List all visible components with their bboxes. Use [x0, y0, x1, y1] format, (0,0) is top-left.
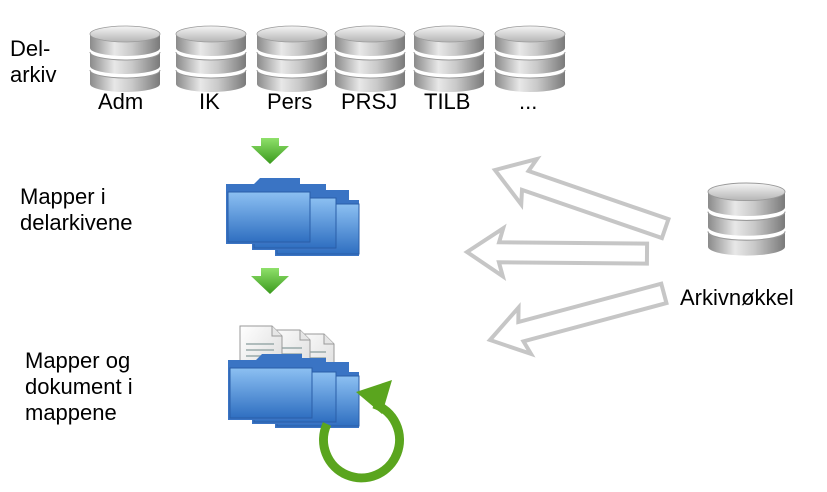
- database-icon-prsj: [334, 25, 406, 93]
- sub-archive-label-adm: Adm: [98, 89, 144, 114]
- down-arrow-icon: [251, 268, 289, 294]
- archive-key-label: Arkivnøkkel: [680, 285, 794, 310]
- database-icon-pers: [256, 25, 328, 93]
- sub-archive-label-tilb: TILB: [424, 89, 471, 114]
- outline-arrow-icon: [464, 226, 650, 280]
- database-icon-ik: [175, 25, 247, 93]
- sub-archive-label-more: ...: [519, 89, 538, 114]
- outline-arrow-icon: [485, 145, 676, 254]
- cycle-arrow-icon: [319, 380, 404, 483]
- sub-archive-section-label: Del- arkiv: [10, 36, 57, 87]
- sub-archive-label-prsj: PRSJ: [341, 89, 398, 114]
- down-arrow-icon: [251, 138, 289, 164]
- archive-key-database-icon: [707, 182, 786, 257]
- database-icon-more: [494, 25, 566, 93]
- database-icon-adm: [89, 25, 161, 93]
- outline-arrow-icon: [481, 268, 673, 366]
- folder-with-documents-icon: [227, 325, 360, 429]
- sub-archive-label-ik: IK: [199, 89, 220, 114]
- folder-stack-icon: [225, 177, 360, 257]
- database-icon-tilb: [413, 25, 485, 93]
- sub-archive-label-pers: Pers: [267, 89, 313, 114]
- folders-section-label: Mapper i delarkivene: [20, 184, 133, 235]
- documents-section-label: Mapper og dokument i mappene: [25, 348, 133, 425]
